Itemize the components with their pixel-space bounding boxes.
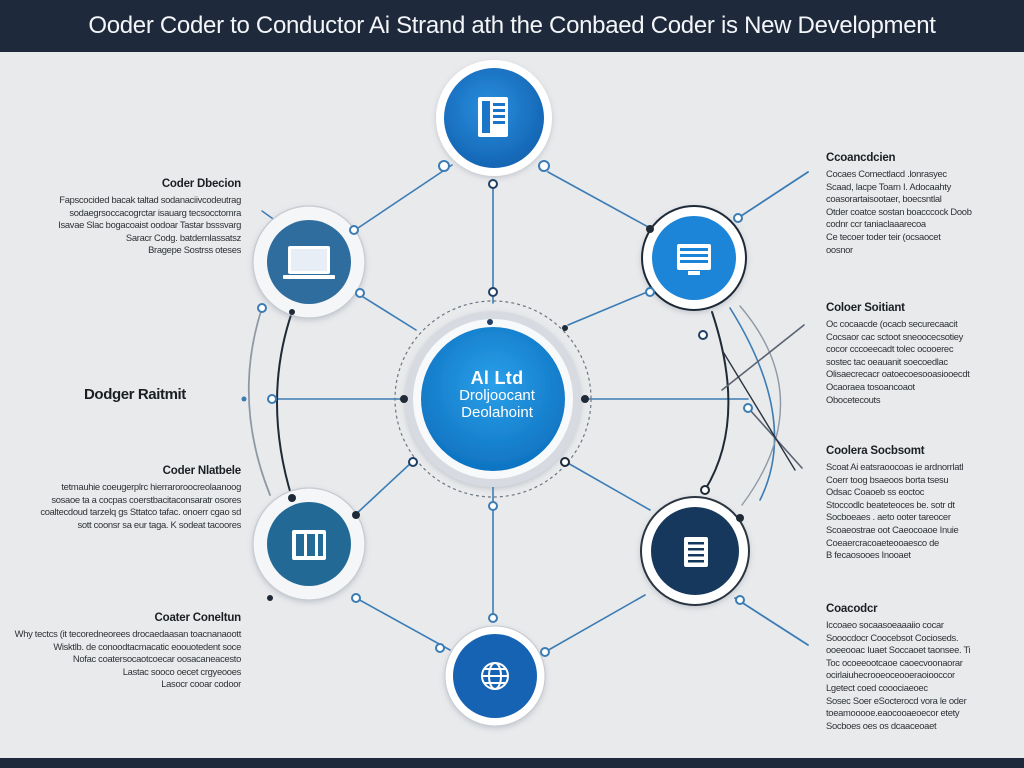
block-title: Coder Nlatbele xyxy=(162,465,242,477)
block-line: Ce tecoer toder teir (ocsaocet xyxy=(826,230,941,242)
block-line: Olisaecrecacr oatoecoesooasiooecdt xyxy=(826,368,970,380)
block-line: Fapscocided bacak taltad sodanaciivcodeu… xyxy=(59,194,241,205)
block-line: Obocetecouts xyxy=(826,393,881,405)
block-title: Ccoancdcien xyxy=(826,152,896,164)
block-line: Coerr toog bsaeoos borta tsesu xyxy=(826,473,949,485)
block-line: Socboeaes . aeto ooter tareocer xyxy=(826,511,951,523)
block-line: Otder coatce sostan boacccock Doob xyxy=(826,205,972,217)
connector-dots xyxy=(241,160,753,657)
header-bar: Ooder Coder to Conductor Ai Strand ath t… xyxy=(0,0,1024,52)
hub-orbit-ring xyxy=(394,300,592,498)
block-line: sott coonsr sa eur taga. K sodeat tacoor… xyxy=(77,518,241,530)
block-line: Stoccodlc beateteoces be. sotr dt xyxy=(826,498,955,510)
block-line: Lasocr cooar codoor xyxy=(161,678,241,690)
block-line: codnr ccr taniaclaaarecoa xyxy=(826,218,926,230)
text-block-right-1: Ccoancdcien Cocaes Comectlacd .lonrasyec… xyxy=(826,152,1011,256)
block-line: cocor cccoeecadt tolec ocooerec xyxy=(826,343,954,355)
block-line: oosnor xyxy=(826,243,853,255)
block-line: Cocaes Comectlacd .lonrasyec xyxy=(826,168,947,179)
block-line: sostec tac oeauanit soecoedlac xyxy=(826,355,948,367)
block-line: Bragepe Sostrss oteses xyxy=(148,244,241,256)
block-line: Sooocdocr Coocebsot Cocioseds. xyxy=(826,631,959,643)
hub-label-line3: Deolahoint xyxy=(461,404,533,421)
text-block-left-3: Coater Coneltun Why tectcs (it tecoredne… xyxy=(11,612,242,691)
block-line: Isavae Slac bogacoaist oodoar Tastar bss… xyxy=(58,219,241,231)
block-line: Cocsaor cac sctoot sneoocecsotiey xyxy=(826,330,964,342)
block-line: Lgetect coed cooociaeoec xyxy=(826,681,928,693)
globe-icon xyxy=(481,662,509,690)
block-title: Coder Dbecion xyxy=(161,178,241,190)
block-line: sosaoe ta a cocpas coerstbacitaconsaratr… xyxy=(51,493,241,505)
connector-hub-lowerleft xyxy=(354,461,413,516)
block-line: Coeaercracoaeteooaesco de xyxy=(826,536,939,548)
server-icon xyxy=(292,530,326,560)
block-line: Scoat Ai eatsraoocoas ie ardnorrlatl xyxy=(826,461,964,472)
document-list-icon xyxy=(684,537,708,567)
block-line: Iccoaeo socaasoeaaaiio cocar xyxy=(826,619,944,630)
block-line: coaltecdoud tarzelq gs Sttatco tafac. on… xyxy=(40,506,241,518)
block-line: Nofac coatersocaotcoecar oosacaneacesto xyxy=(72,653,241,665)
block-line: tetmauhie coeugerplrc hierraroroocreolaa… xyxy=(61,481,241,492)
text-block-left-1: Coder Dbecion Fapscocided bacak taltad s… xyxy=(16,178,241,257)
block-line: coasorartaisootaer, boecsntlal xyxy=(826,193,942,205)
block-line: Socboes oes os dcaaceoaet xyxy=(826,719,937,731)
block-line: Saracr Codg. batdernlassatsz xyxy=(125,231,241,243)
block-line: ooeeooac Iuaet Soccaoet taonsee. Ti xyxy=(826,644,971,656)
block-title: Coolera Socbsomt xyxy=(826,445,925,457)
block-line: Odsac Coaoeb ss eoctoc xyxy=(826,486,925,498)
block-line: Scoaeostrae oot Caeocoaoe Inuie xyxy=(826,523,959,535)
connector-hub-lowerright xyxy=(565,461,651,511)
block-title: Coater Coneltun xyxy=(154,612,242,624)
text-block-right-2: Coloer Soitiant Oc cocaacde (ocacb secur… xyxy=(826,302,1016,406)
connector-lines xyxy=(247,164,809,653)
hub-label-line2: Droljoocant xyxy=(459,387,535,404)
block-line: Ocaoraea tosoancoaot xyxy=(826,380,915,392)
block-line: Sosec Soer eSocterocd vora le oder xyxy=(826,694,967,706)
document-icon xyxy=(478,97,508,137)
block-line: Toc ocoeeootcaoe caoecvoonaorar xyxy=(826,656,963,668)
block-line: Oc cocaacde (ocacb securecaacit xyxy=(826,318,958,329)
block-line: Wisktlb. de conoodtacmacatic eoouotedent… xyxy=(53,640,241,652)
block-title: Coloer Soitiant xyxy=(826,302,905,314)
block-title: Coacodcr xyxy=(826,603,878,615)
block-line: Lastac sooco oecet crgyeooes xyxy=(122,665,242,677)
text-block-right-3: Coolera Socbsomt Scoat Ai eatsraoocoas i… xyxy=(826,445,1016,562)
block-line: toeamooooe.eaocooaeoecor etety xyxy=(826,707,960,719)
hub-label-line1: Al Ltd xyxy=(470,368,524,388)
block-line: ocirlaiuhecrooeoceooeraoiooccor xyxy=(826,669,955,681)
block-line: B fecaosooes Inooaet xyxy=(826,549,911,561)
block-line: sodaegrsoccacogrctar isauarg tecsocctomr… xyxy=(69,206,241,218)
block-line: Scaad, lacpe Toarn I. Adocaahty xyxy=(826,180,951,192)
block-line: Why tectcs (it tecoredneorees drocaedaas… xyxy=(14,628,242,639)
connector-hub-upperright xyxy=(567,289,653,326)
hub-node[interactable] xyxy=(405,311,581,487)
monitor-icon xyxy=(677,244,711,275)
laptop-icon xyxy=(283,246,335,279)
text-block-right-4: Coacodcr Iccoaeo socaasoeaaaiio cocar So… xyxy=(826,603,1016,732)
footer-bar xyxy=(0,758,1024,768)
side-label: Dodger Raitmit xyxy=(84,386,186,403)
text-block-left-2: Coder Nlatbele tetmauhie coeugerplrc hie… xyxy=(11,465,241,531)
hub-label: Al Ltd Droljoocant Deolahoint xyxy=(420,368,574,421)
page-title: Ooder Coder to Conductor Ai Strand ath t… xyxy=(88,12,936,39)
